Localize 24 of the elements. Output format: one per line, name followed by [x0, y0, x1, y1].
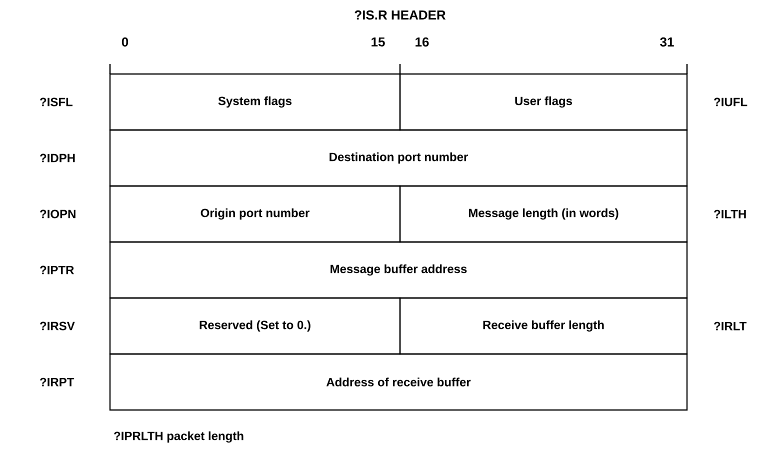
- field-box: Message buffer address: [109, 241, 688, 299]
- field-name: ?IRPT: [40, 378, 74, 386]
- bit-number: 31: [660, 37, 674, 47]
- field-name: ?IPTR: [40, 266, 74, 274]
- bit-number: 16: [416, 37, 429, 47]
- field-box: System flags: [109, 73, 401, 131]
- field-box: User flags: [399, 73, 688, 131]
- field-box: Reserved (Set to 0.): [109, 297, 401, 355]
- field-name: ?IUFL: [714, 98, 748, 106]
- field-box: Destination port number: [109, 129, 688, 187]
- bit-number: 15: [372, 37, 385, 47]
- caption: ?IPRLTH packet length: [114, 431, 244, 443]
- field-box: Message length (in words): [399, 185, 688, 243]
- title: ?IS.R HEADER: [354, 10, 446, 20]
- field-name: ?ILTH: [714, 210, 746, 218]
- field-name: ?IRSV: [40, 322, 75, 330]
- bit-number: 0: [122, 37, 128, 47]
- field-name: ?IRLT: [714, 322, 747, 330]
- field-box: Origin port number: [109, 185, 401, 243]
- field-box: Receive buffer length: [399, 297, 688, 355]
- field-name: ?IDPH: [40, 154, 75, 162]
- field-name: ?IOPN: [40, 210, 76, 218]
- field-name: ?ISFL: [40, 98, 72, 106]
- field-box: Address of receive buffer: [109, 353, 688, 411]
